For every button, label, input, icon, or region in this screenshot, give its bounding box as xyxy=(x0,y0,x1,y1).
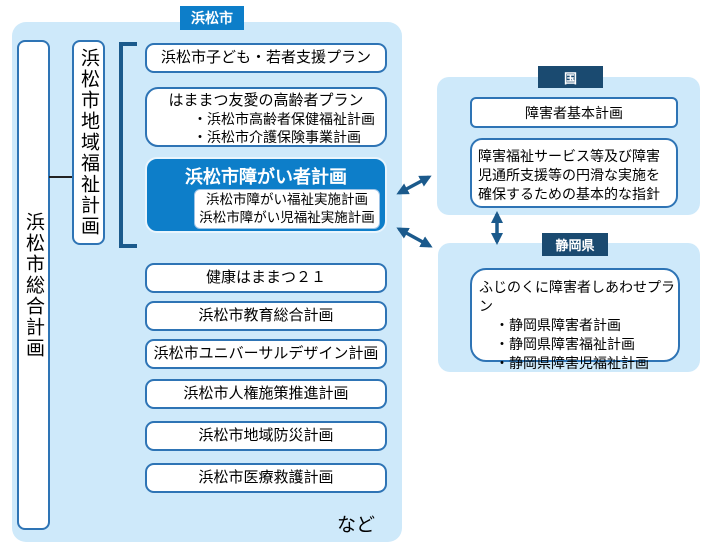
medical-rescue-plan-box: 浜松市医療救護計画 xyxy=(145,463,387,493)
prefecture-tab: 静岡県 xyxy=(542,233,608,256)
plan-label: 健康はままつ２１ xyxy=(205,269,326,286)
regional-welfare-plan-box: 浜松市地域福祉計画 xyxy=(72,40,105,245)
disaster-prevention-plan-box: 浜松市地域防災計画 xyxy=(145,421,387,451)
city-prefecture-arrow xyxy=(396,227,433,248)
prefecture-plan-item: ・静岡県障害児福祉計画 xyxy=(495,355,649,371)
elderly-plan-box: はままつ友愛の高齢者プラン ・浜松市高齢者保健福祉計画 ・浜松市介護保険事業計画 xyxy=(145,87,387,147)
youth-support-plan-box: 浜松市子ども・若者支援プラン xyxy=(145,43,387,73)
plan-label: 浜松市教育総合計画 xyxy=(198,307,334,324)
connector-line xyxy=(49,176,72,178)
prefecture-plan-item: ・静岡県障害福祉計画 xyxy=(495,336,635,352)
national-guideline-label: 障害福祉サービス等及び障害児通所支援等の円滑な実施を確保するための基本的な指針 xyxy=(478,148,660,202)
plan-label: 浜松市医療救護計画 xyxy=(198,469,334,486)
disability-implementation-plan: 浜松市障がい児福祉実施計画 xyxy=(199,210,375,225)
plan-label: 浜松市人権施策推進計画 xyxy=(183,385,349,402)
prefecture-plan-item: ・静岡県障害者計画 xyxy=(495,317,621,333)
human-rights-plan-box: 浜松市人権施策推進計画 xyxy=(145,379,387,409)
plan-label: 浜松市ユニバーサルデザイン計画 xyxy=(153,345,379,362)
health-hamamatsu21-box: 健康はままつ２１ xyxy=(145,263,387,293)
national-guideline-box: 障害福祉サービス等及び障害児通所支援等の円滑な実施を確保するための基本的な指針 xyxy=(470,138,678,208)
national-basic-plan-label: 障害者基本計画 xyxy=(525,104,623,121)
elderly-plan-item: ・浜松市介護保険事業計画 xyxy=(193,129,361,145)
city-tab: 浜松市 xyxy=(180,6,244,30)
comprehensive-plan-label: 浜松市総合計画 xyxy=(23,211,44,359)
disability-implementation-plans-box: 浜松市障がい福祉実施計画 浜松市障がい児福祉実施計画 xyxy=(194,189,380,229)
education-plan-box: 浜松市教育総合計画 xyxy=(145,301,387,331)
disability-plan-title: 浜松市障がい者計画 xyxy=(185,167,347,187)
prefecture-plan-box: ふじのくに障害者しあわせプラン ・静岡県障害者計画 ・静岡県障害福祉計画 ・静岡… xyxy=(470,268,680,371)
grouping-bracket xyxy=(119,42,137,248)
national-basic-plan-box: 障害者基本計画 xyxy=(470,97,678,128)
elderly-plan-title: はままつ友愛の高齢者プラン xyxy=(168,92,364,109)
plan-label: 浜松市地域防災計画 xyxy=(198,427,334,444)
national-tab-label: 国 xyxy=(563,70,577,86)
disability-plan-box: 浜松市障がい者計画 浜松市障がい福祉実施計画 浜松市障がい児福祉実施計画 xyxy=(145,157,387,233)
comprehensive-plan-box: 浜松市総合計画 xyxy=(17,40,50,530)
national-tab: 国 xyxy=(538,66,603,88)
elderly-plan-item: ・浜松市高齢者保健福祉計画 xyxy=(193,111,375,127)
universal-design-plan-box: 浜松市ユニバーサルデザイン計画 xyxy=(145,339,387,369)
etc-label: など xyxy=(336,515,375,536)
city-national-arrow xyxy=(396,175,432,195)
youth-support-plan-label: 浜松市子ども・若者支援プラン xyxy=(160,49,371,66)
city-tab-label: 浜松市 xyxy=(191,10,233,26)
disability-implementation-plan: 浜松市障がい福祉実施計画 xyxy=(206,192,368,207)
regional-welfare-plan-label: 浜松市地域福祉計画 xyxy=(78,48,99,237)
prefecture-plan-title: ふじのくに障害者しあわせプラン xyxy=(479,279,675,314)
prefecture-tab-label: 静岡県 xyxy=(555,238,595,253)
